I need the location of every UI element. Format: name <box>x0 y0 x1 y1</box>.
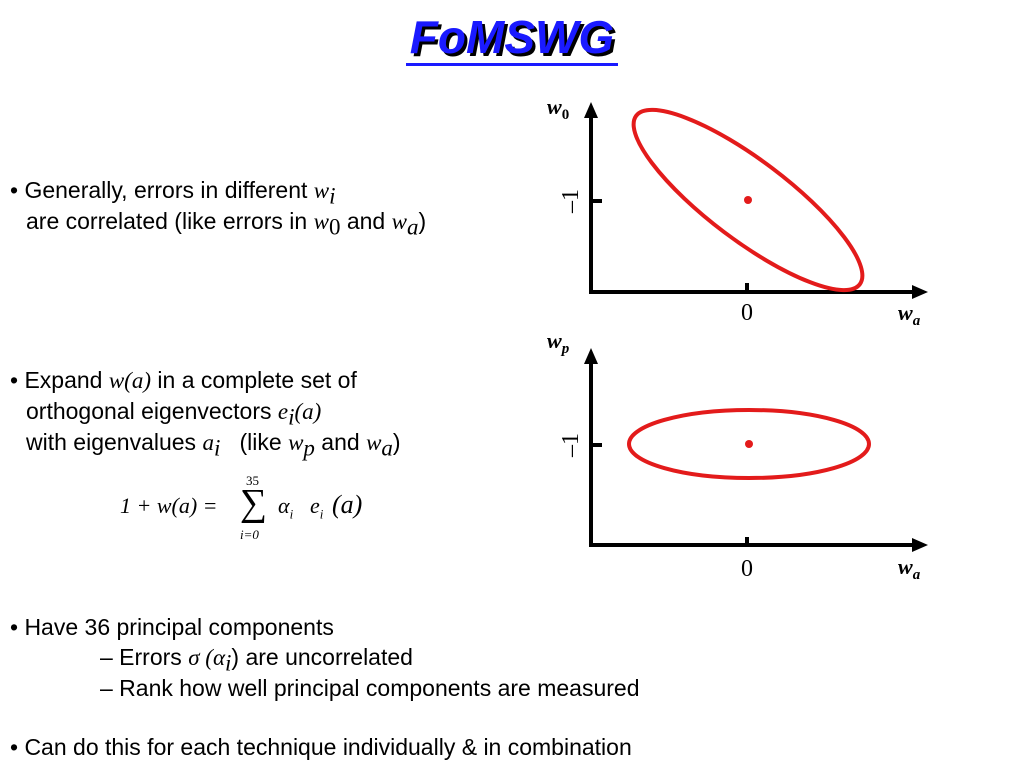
bottom-y-axis-label: wp <box>547 328 570 357</box>
equation-e: ei <box>310 493 324 522</box>
equation-lhs: 1 + w(a) = <box>120 493 218 518</box>
top-y-axis-label: w0 <box>547 94 569 123</box>
bottom-x-tick-label: 0 <box>741 556 753 582</box>
bullet-combination: • Can do this for each technique individ… <box>10 734 632 760</box>
sum-symbol: ∑ <box>240 482 268 524</box>
top-error-ellipse <box>631 107 865 293</box>
eigen-expansion-equation: 1 + w(a) = 35 ∑ i=0 αi ei (a) <box>120 473 380 545</box>
bullet-correlated-errors: • Generally, errors in different wi are … <box>10 177 427 240</box>
bottom-center-point <box>745 440 753 448</box>
bullet-principal-components: • Have 36 principal components – Errors … <box>10 614 640 701</box>
top-y-tick-label: –1 <box>558 189 584 214</box>
diagram-bottom: wp wa –1 0 <box>547 328 928 583</box>
top-x-arrowhead <box>912 285 928 299</box>
top-x-tick-label: 0 <box>741 300 753 326</box>
bullet-eigenvector-expansion: • Expand w(a) in a complete set of ortho… <box>10 367 401 461</box>
sum-upper-limit: 35 <box>246 473 259 488</box>
bottom-x-arrowhead <box>912 538 928 552</box>
diagram-top: w0 wa –1 0 <box>547 94 928 329</box>
bottom-error-ellipse <box>627 408 871 480</box>
bottom-y-arrowhead <box>584 348 598 364</box>
bottom-x-axis-label: wa <box>898 554 921 583</box>
top-y-arrowhead <box>584 102 598 118</box>
equation-arg: (a) <box>332 490 363 519</box>
sum-lower-limit: i=0 <box>240 527 259 542</box>
slide-title: FoMSWG <box>0 10 1024 66</box>
bottom-y-tick-label: –1 <box>558 433 584 458</box>
equation-alpha: αi <box>278 493 294 522</box>
top-x-axis-label: wa <box>898 300 921 329</box>
top-center-point <box>744 196 752 204</box>
